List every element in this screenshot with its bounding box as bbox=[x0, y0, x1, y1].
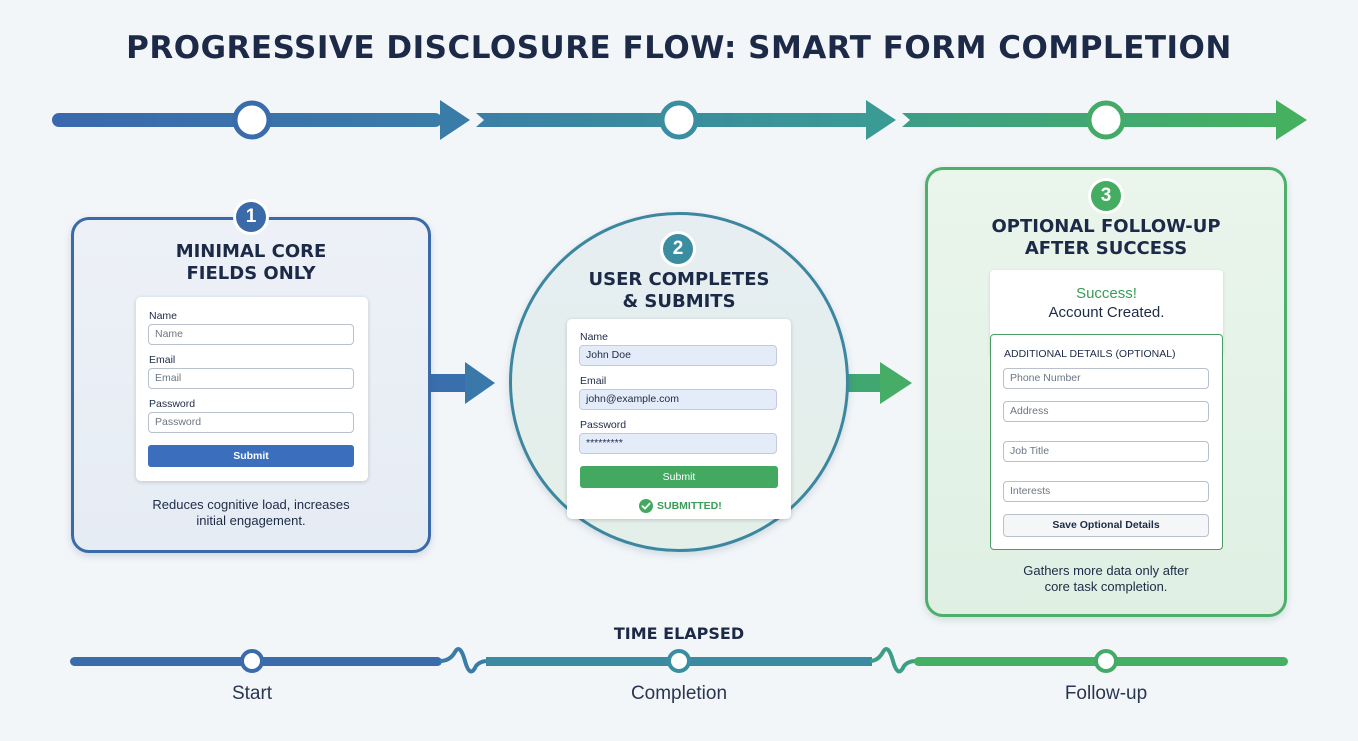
timeline-label-follow-up: Follow-up bbox=[1064, 683, 1148, 704]
step-1-email-input[interactable]: Email bbox=[148, 368, 354, 389]
step-2-heading: USER COMPLETES & SUBMITS bbox=[588, 269, 770, 312]
timeline-label-completion: Completion bbox=[630, 683, 728, 704]
time-node-follow-up bbox=[1094, 649, 1118, 673]
save-optional-details-button[interactable]: Save Optional Details bbox=[1003, 514, 1209, 537]
step-1-caption: Reduces cognitive load, increases initia… bbox=[152, 497, 350, 528]
step-2-badge: 2 bbox=[663, 234, 693, 264]
step-2-password-label: Password bbox=[580, 419, 627, 431]
step-3-caption: Gathers more data only after core task c… bbox=[1023, 563, 1189, 594]
step-2-submitted-status: SUBMITTED! bbox=[657, 500, 722, 512]
step-1-email-label: Email bbox=[149, 354, 176, 366]
job-title-input[interactable]: Job Title bbox=[1003, 441, 1209, 462]
step-2-name-input[interactable]: John Doe bbox=[579, 345, 777, 366]
step-1-panel bbox=[71, 217, 431, 553]
step-1-password-label: Password bbox=[149, 398, 196, 410]
step-1-submit-button[interactable]: Submit bbox=[148, 445, 354, 467]
step-2-name-label: Name bbox=[580, 331, 609, 343]
time-node-completion bbox=[667, 649, 691, 673]
phone-number-input[interactable]: Phone Number bbox=[1003, 368, 1209, 389]
address-input[interactable]: Address bbox=[1003, 401, 1209, 422]
success-title: Success! bbox=[1076, 285, 1137, 302]
check-circle-icon bbox=[639, 499, 653, 513]
top-node-3 bbox=[1086, 100, 1126, 140]
step-3-badge: 3 bbox=[1091, 181, 1121, 211]
top-node-1 bbox=[232, 100, 272, 140]
step-2-submit-button[interactable]: Submit bbox=[580, 466, 778, 488]
step-1-name-input[interactable]: Name bbox=[148, 324, 354, 345]
step-2-email-input[interactable]: john@example.com bbox=[579, 389, 777, 410]
connector-arrow-2-3 bbox=[848, 362, 912, 404]
step-3-heading: OPTIONAL FOLLOW-UP AFTER SUCCESS bbox=[991, 216, 1221, 259]
step-1-heading: MINIMAL CORE FIELDS ONLY bbox=[175, 241, 327, 284]
interests-input[interactable]: Interests bbox=[1003, 481, 1209, 502]
diagram-title: PROGRESSIVE DISCLOSURE FLOW: SMART FORM … bbox=[126, 30, 1232, 66]
success-message: Account Created. bbox=[1048, 304, 1165, 321]
step-1-password-input[interactable]: Password bbox=[148, 412, 354, 433]
timeline-label-start: Start bbox=[231, 683, 273, 704]
step-2-email-label: Email bbox=[580, 375, 607, 387]
step-1-badge: 1 bbox=[236, 202, 266, 232]
time-node-start bbox=[240, 649, 264, 673]
step-1-name-label: Name bbox=[149, 310, 178, 322]
connector-arrow-1-2 bbox=[431, 362, 495, 404]
timeline-title: TIME ELAPSED bbox=[613, 624, 745, 643]
optional-details-header: ADDITIONAL DETAILS (OPTIONAL) bbox=[1004, 348, 1176, 360]
step-2-password-input[interactable]: ********* bbox=[579, 433, 777, 454]
top-node-2 bbox=[659, 100, 699, 140]
